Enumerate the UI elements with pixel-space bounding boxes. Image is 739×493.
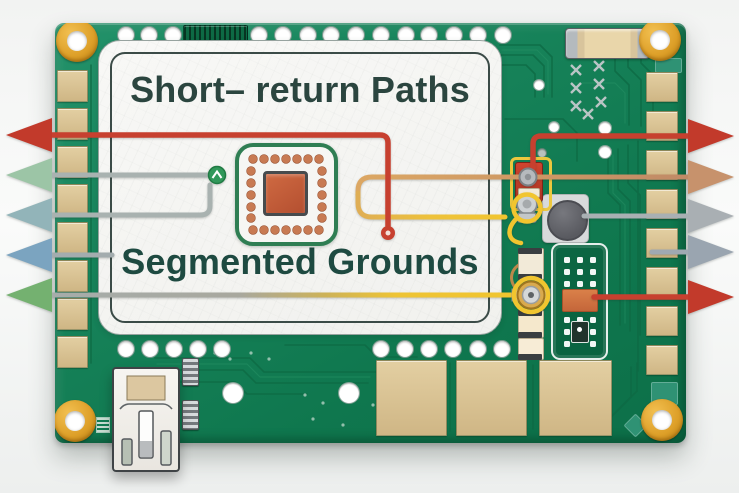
mounting-hole (56, 23, 98, 62)
yellow-route (355, 190, 508, 220)
breakout-hole (494, 26, 512, 44)
solder-stitch-vias (570, 60, 607, 120)
via (533, 79, 545, 91)
breakout-hole (189, 340, 207, 358)
red-route-top-right (530, 133, 695, 171)
label-panel: Short– return Paths Segmented Grounds (98, 40, 502, 335)
mounting-hole (641, 399, 683, 441)
via (548, 121, 560, 133)
arrow-left-slate (6, 198, 52, 232)
edge-pad (57, 336, 88, 368)
arrow-left-green (6, 278, 52, 312)
screw-center (522, 199, 532, 209)
edge-pad (57, 70, 88, 102)
edge-pad (57, 222, 88, 254)
edge-pad (57, 260, 88, 292)
breakout-hole (444, 340, 462, 358)
mounting-hole (55, 400, 96, 442)
buzzer-disc (547, 200, 588, 241)
yellow-highlight-loop (507, 192, 543, 246)
breakout-hole (420, 340, 438, 358)
ground-return-lines (37, 172, 213, 258)
via (598, 145, 612, 159)
breakout-hole (396, 340, 414, 358)
marker-caret-icon (211, 169, 223, 179)
label-short-return-paths: Short– return Paths (130, 69, 470, 110)
breakout-hole (372, 340, 390, 358)
ground-pad (539, 360, 612, 436)
arrow-right-red-bottom (688, 280, 734, 314)
red-via-center (385, 230, 391, 236)
led-lens-center (524, 173, 532, 181)
breakout-hole (493, 340, 511, 358)
shield-ic (562, 289, 598, 312)
round-buzzer (542, 194, 589, 243)
panel-frame (110, 52, 490, 323)
qfp-chip (235, 143, 338, 246)
arrow-left-red (6, 118, 52, 152)
arrow-left-sage (6, 158, 52, 192)
edge-pad (646, 345, 678, 375)
circuit-board: Short– return Paths Segmented Grounds (55, 23, 686, 443)
ground-pad (376, 360, 447, 436)
connector-detail (119, 375, 173, 466)
edge-pad (646, 72, 678, 102)
breakout-hole (469, 340, 487, 358)
edge-pad (57, 298, 88, 330)
red-route-left (37, 132, 391, 229)
arrow-right-red-top (688, 119, 734, 153)
board-surface: Short– return Paths Segmented Grounds (55, 23, 686, 443)
copper-traces (90, 36, 654, 434)
breakout-hole (213, 340, 231, 358)
breakout-hole (117, 340, 135, 358)
slate-line (37, 182, 213, 218)
shield-component (571, 321, 589, 343)
yellow-antenna-ring (511, 275, 551, 315)
smd-resistor (182, 400, 199, 430)
arrow-right-tan (688, 160, 734, 194)
edge-pad (646, 306, 678, 336)
silkscreen-text (96, 417, 110, 433)
arrow-left-steel (6, 238, 52, 272)
smd-component (518, 338, 544, 360)
arrow-right-gray-1 (688, 199, 734, 233)
chip-pins (246, 154, 327, 235)
via (338, 382, 360, 404)
connector-footprint (183, 25, 248, 42)
ground-pad (456, 360, 527, 436)
mounting-hole (639, 23, 681, 61)
rf-shield-footprint (551, 243, 608, 360)
breakout-hole (141, 340, 159, 358)
arrow-right-gray-2 (688, 235, 734, 269)
net-marker-dot (207, 165, 227, 185)
smd-resistor (182, 358, 199, 386)
breakout-hole (165, 340, 183, 358)
power-return-routes (37, 132, 695, 300)
battery-connector (112, 367, 180, 472)
chip-die (263, 171, 308, 216)
label-segmented-grounds: Segmented Grounds (121, 241, 479, 282)
via (222, 382, 244, 404)
